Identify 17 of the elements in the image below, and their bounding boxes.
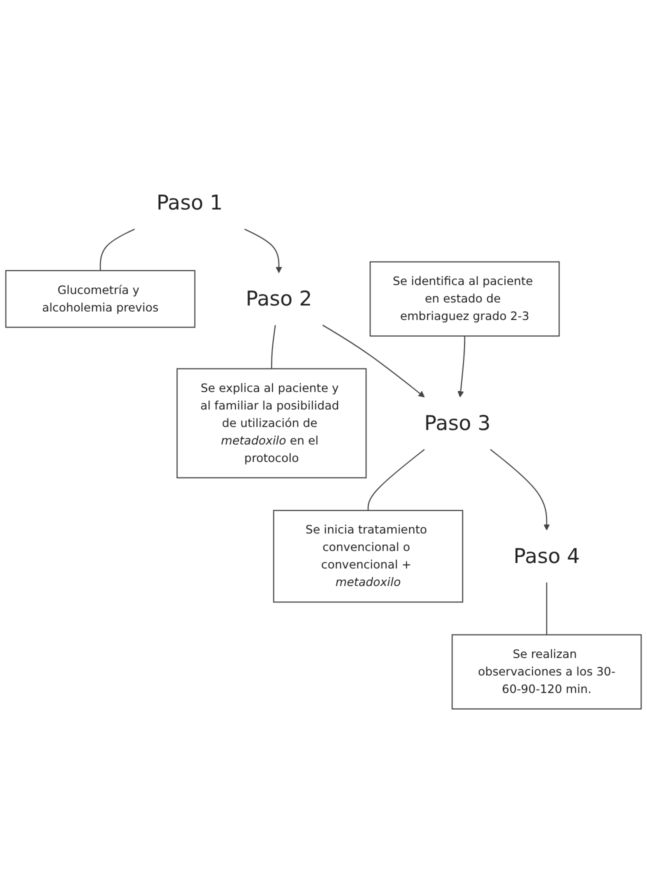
- connector: [100, 228, 135, 271]
- node-text: Paso 3: [424, 411, 491, 436]
- arrow: [322, 324, 425, 398]
- connector: [271, 325, 276, 369]
- arrow: [490, 449, 550, 531]
- node-text: Paso 2: [246, 286, 312, 311]
- arrow: [244, 228, 282, 274]
- arrow: [458, 336, 466, 398]
- connector: [546, 582, 548, 635]
- node-text: Paso 4: [514, 544, 580, 568]
- connector: [368, 449, 425, 511]
- node-box: Se identifica al paciente en estado de embriaguez grado 2-3: [370, 261, 560, 337]
- node-box: Se explica al paciente y al familiar la posibilidad de utilización de metadoxilo en el protocolo: [176, 368, 367, 478]
- node-box: Se realizan observaciones a los 30-60-90-120 min.: [452, 634, 642, 710]
- node-box: Glucometría y alcoholemia previos: [5, 270, 196, 328]
- node-box: Se inicia tratamiento convencional o convencional + metadoxilo: [273, 510, 464, 603]
- node-text: Paso 1: [156, 190, 223, 215]
